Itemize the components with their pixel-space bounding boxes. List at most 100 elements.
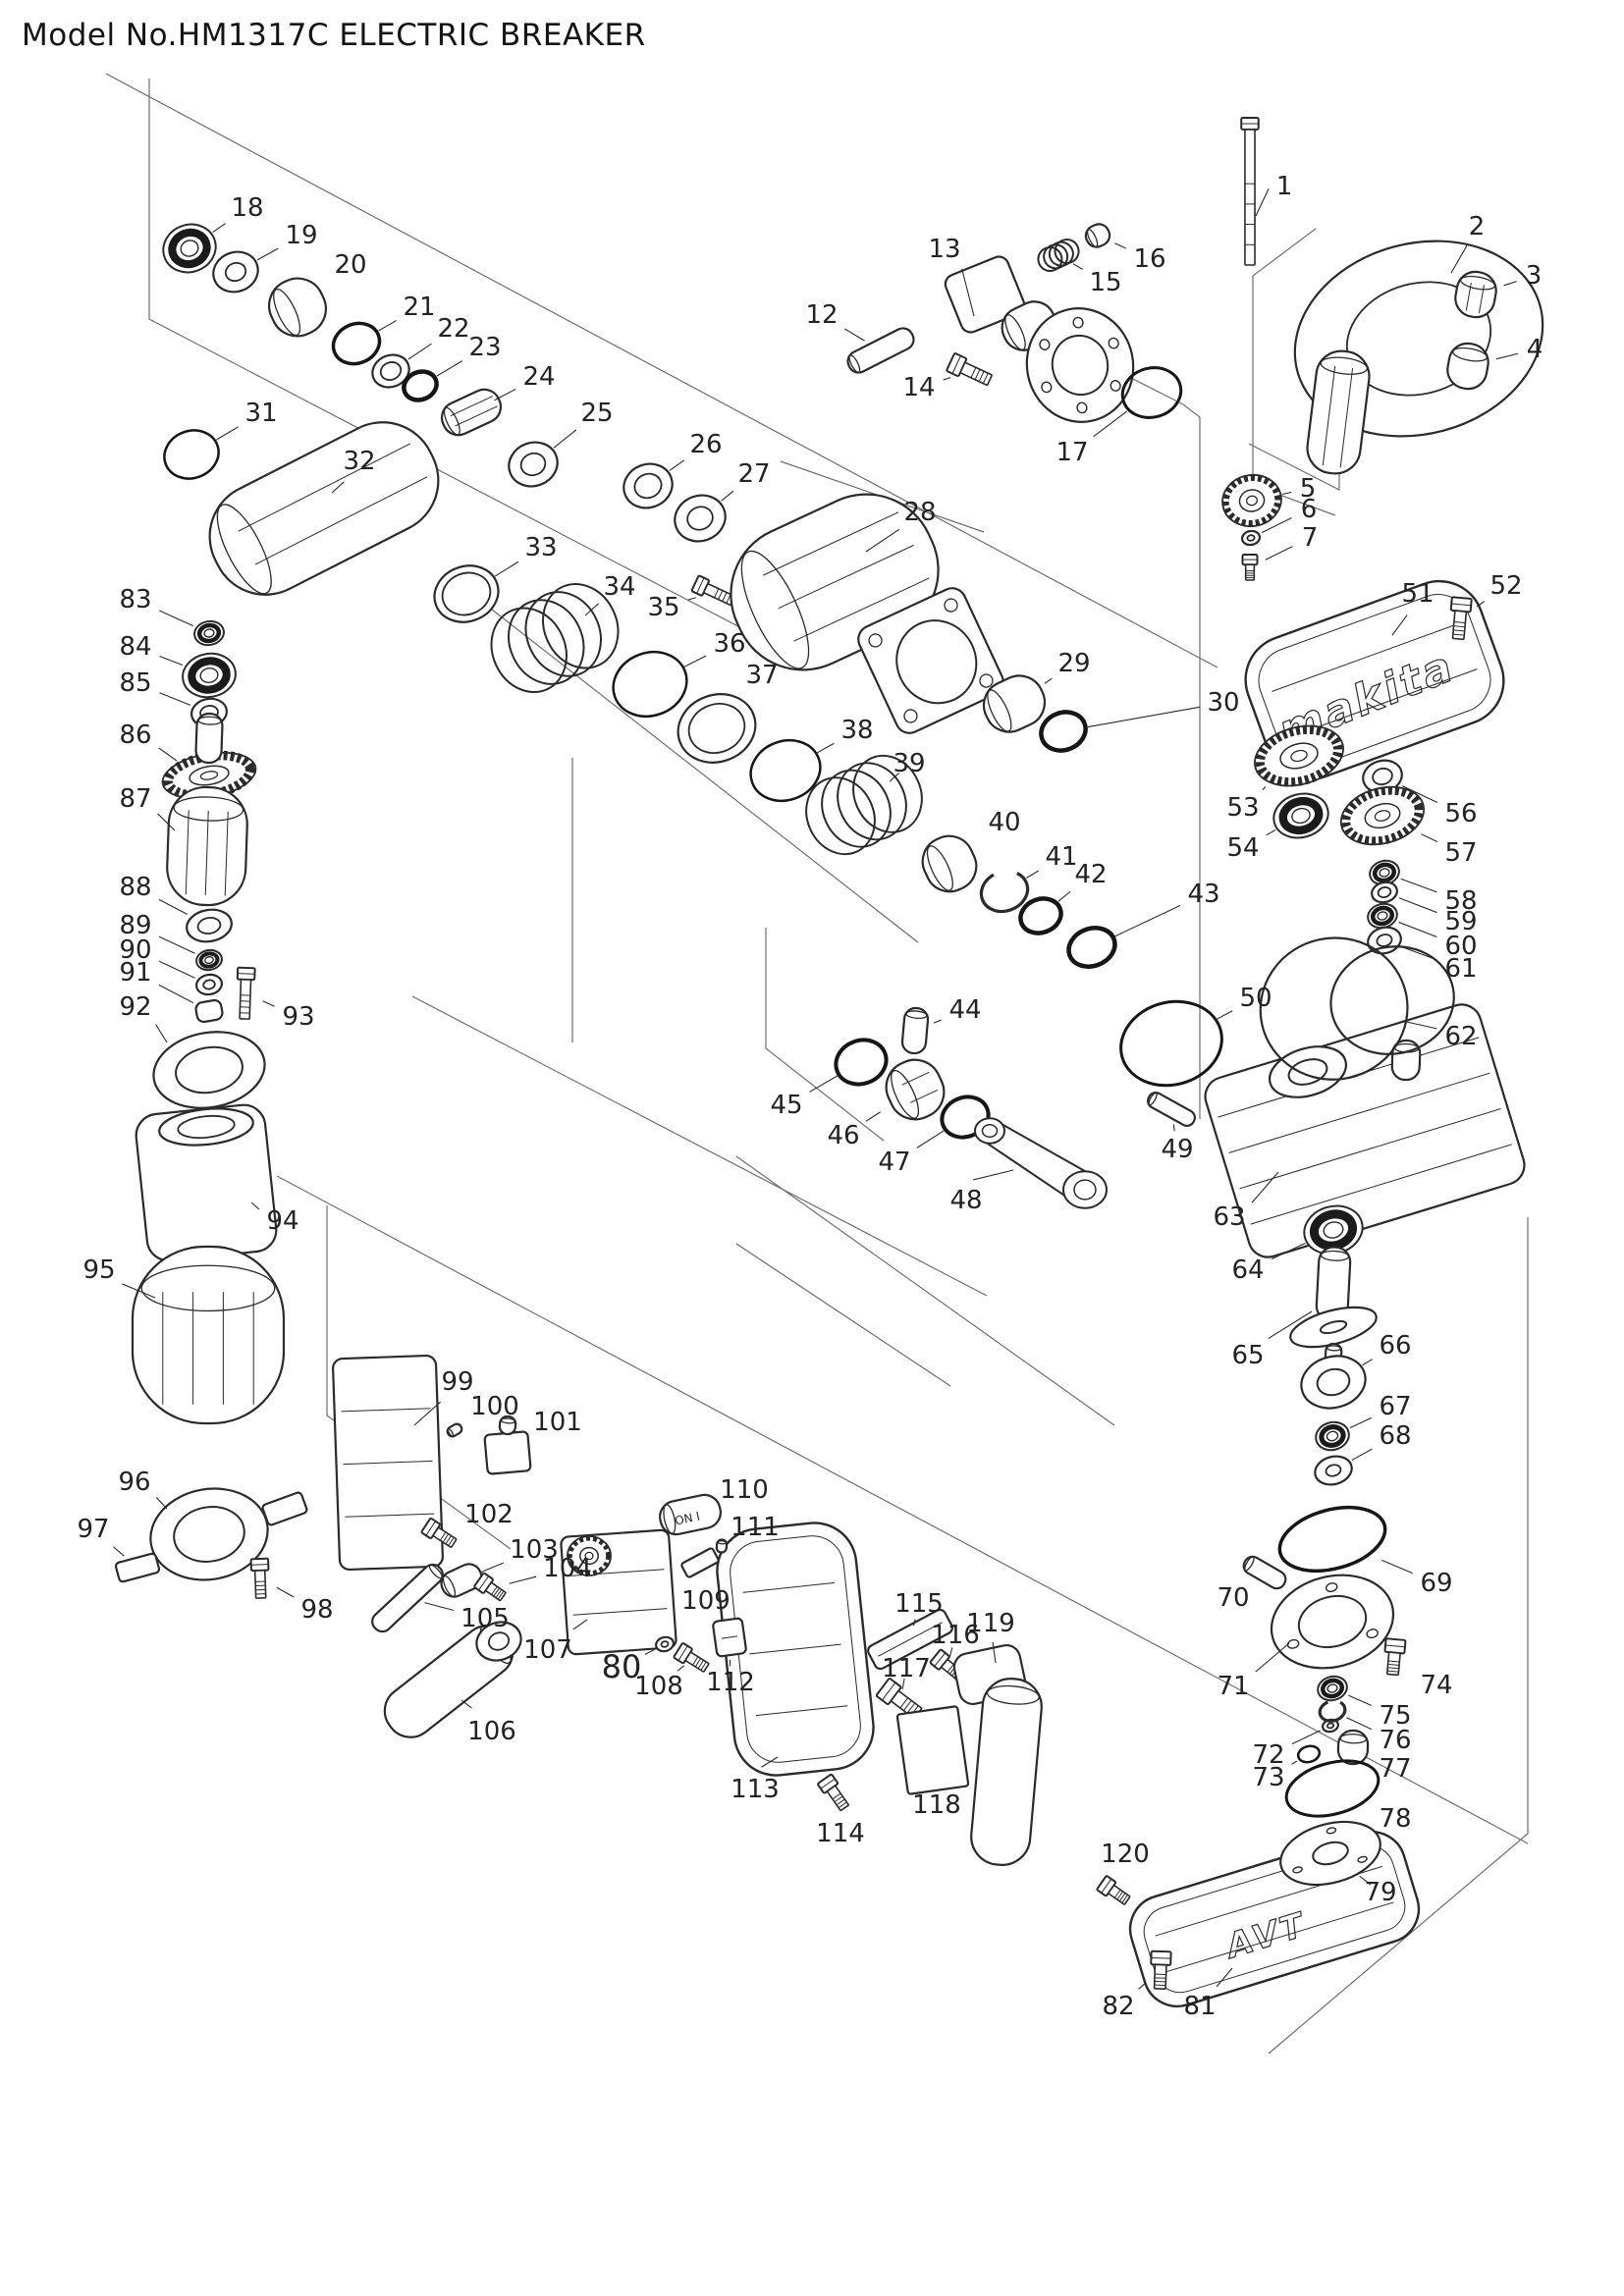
part-56 <box>1362 759 1403 794</box>
part-7 <box>1241 554 1259 581</box>
part-104 <box>473 1572 507 1602</box>
part-label-66: 66 <box>1379 1331 1411 1361</box>
leader-4 <box>1495 352 1519 360</box>
part-detail <box>498 1415 517 1436</box>
part-label-67: 67 <box>1379 1392 1411 1421</box>
part-label-4: 4 <box>1527 335 1543 364</box>
part-label-58: 58 <box>1444 886 1477 916</box>
guide-line <box>446 573 919 943</box>
part-25 <box>508 441 559 488</box>
part-119 <box>970 1678 1043 1866</box>
part-76 <box>1318 1699 1347 1723</box>
part-label-48: 48 <box>949 1186 982 1215</box>
part-label-97: 97 <box>77 1515 109 1544</box>
part-label-90: 90 <box>119 935 151 965</box>
leader-7 <box>1265 546 1293 561</box>
part-21 <box>331 321 382 366</box>
leader-117 <box>901 1678 905 1689</box>
leader-3 <box>1503 281 1517 287</box>
part-label-62: 62 <box>1444 1022 1477 1051</box>
part-detail <box>857 587 1004 734</box>
part-label-117: 117 <box>882 1654 931 1683</box>
part-43 <box>1066 926 1117 969</box>
part-64 <box>1303 1204 1364 1255</box>
part-23 <box>402 369 439 402</box>
part-3 <box>1454 270 1497 319</box>
part-37 <box>677 693 757 764</box>
part-71 <box>1270 1574 1395 1670</box>
leader-59 <box>1398 897 1437 914</box>
part-label-15: 15 <box>1089 268 1121 297</box>
leader-64 <box>1271 1242 1306 1260</box>
part-label-43: 43 <box>1187 880 1219 909</box>
leader-83 <box>159 610 194 627</box>
part-label-5: 5 <box>1300 474 1317 504</box>
part-label-42: 42 <box>1074 860 1107 889</box>
leader-24 <box>494 388 516 401</box>
part-detail <box>1289 1306 1378 1349</box>
part-96 <box>149 1487 269 1581</box>
leader-23 <box>436 360 462 377</box>
leader-31 <box>216 426 239 441</box>
part-54 <box>1272 792 1329 839</box>
leader-39 <box>889 773 900 782</box>
part-label-26: 26 <box>689 430 722 459</box>
part-label-113: 113 <box>731 1775 780 1804</box>
leader-82 <box>1138 1983 1146 1990</box>
part-69 <box>1277 1505 1387 1574</box>
part-80 <box>655 1635 675 1653</box>
leader-56 <box>1401 785 1438 804</box>
part-98 <box>249 1557 270 1599</box>
leader-57 <box>1421 833 1438 843</box>
part-label-83: 83 <box>119 585 151 614</box>
leader-68 <box>1351 1448 1373 1462</box>
leader-62 <box>1401 1020 1437 1030</box>
part-14 <box>946 352 993 386</box>
part-label-60: 60 <box>1444 932 1477 961</box>
leader-115 <box>912 1619 916 1627</box>
leader-49 <box>1172 1124 1175 1132</box>
part-46 <box>885 1058 946 1121</box>
part-49 <box>1147 1092 1196 1127</box>
leader-36 <box>683 655 707 667</box>
part-label-94: 94 <box>266 1206 298 1236</box>
part-label-45: 45 <box>770 1091 802 1120</box>
part-detail <box>1025 307 1135 423</box>
part-label-68: 68 <box>1379 1421 1411 1451</box>
leader-35 <box>687 597 696 601</box>
leader-51 <box>1391 614 1408 636</box>
leader-25 <box>553 429 577 449</box>
part-label-112: 112 <box>706 1668 755 1697</box>
part-93 <box>236 966 256 1020</box>
part-label-23: 23 <box>468 333 501 362</box>
part-label-16: 16 <box>1133 244 1165 274</box>
part-label-115: 115 <box>894 1589 944 1619</box>
leader-19 <box>256 247 279 261</box>
part-20 <box>268 277 327 338</box>
part-92 <box>152 1031 266 1109</box>
leader-27 <box>721 490 734 502</box>
part-101 <box>483 1430 532 1475</box>
part-44 <box>900 1006 930 1055</box>
leader-29 <box>1044 677 1053 684</box>
part-label-1: 1 <box>1276 172 1293 201</box>
leader-63 <box>1251 1171 1279 1203</box>
part-label-111: 111 <box>731 1513 780 1542</box>
part-label-119: 119 <box>966 1609 1015 1638</box>
part-label-63: 63 <box>1213 1202 1245 1232</box>
part-52 <box>1449 596 1473 641</box>
part-label-64: 64 <box>1231 1255 1264 1285</box>
part-detail <box>475 1621 522 1662</box>
page-title: Model No.HM1317C ELECTRIC BREAKER <box>22 18 646 53</box>
part-detail <box>1306 349 1371 475</box>
part-label-46: 46 <box>827 1121 859 1150</box>
leader-84 <box>159 655 184 667</box>
leader-14 <box>943 376 951 381</box>
part-label-40: 40 <box>988 808 1020 837</box>
part-73 <box>1296 1744 1322 1764</box>
leader-46 <box>865 1111 881 1122</box>
leader-60 <box>1398 921 1437 938</box>
part-label-53: 53 <box>1226 793 1259 823</box>
leader-95 <box>122 1283 156 1299</box>
